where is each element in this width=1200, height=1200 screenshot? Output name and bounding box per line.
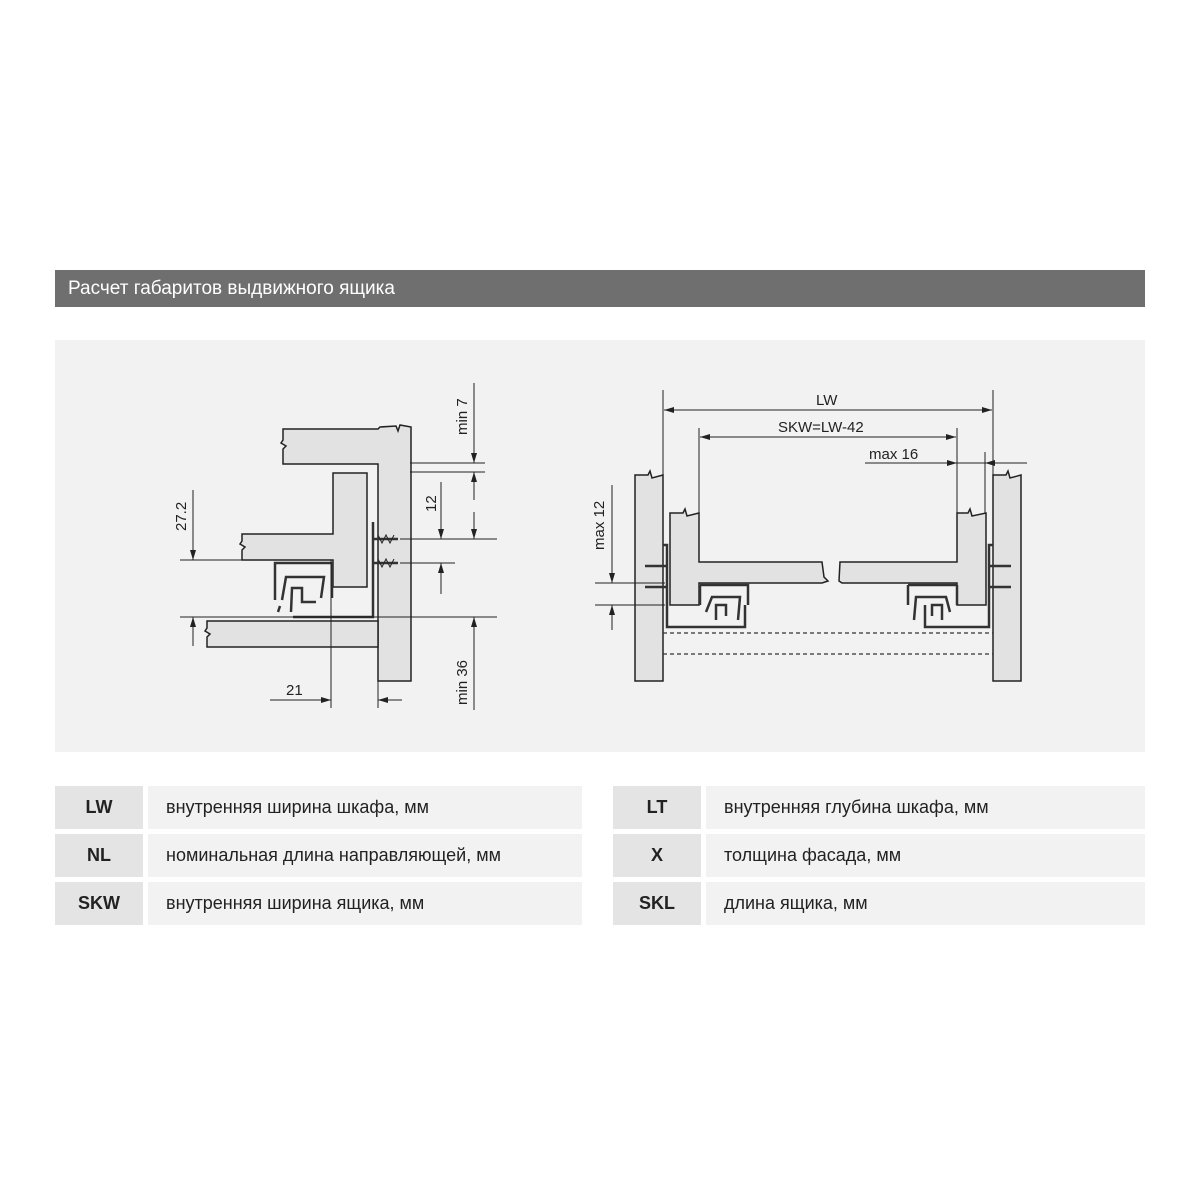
- rail-right: [906, 543, 993, 629]
- right-front-view: LW SKW=LW-42 max 16 max 12: [591, 390, 1027, 682]
- dim-skw: SKW=LW-42: [778, 419, 864, 436]
- left-section-view: min 7 12 27.2 min 36 21: [173, 383, 497, 710]
- legend-desc: толщина фасада, мм: [706, 834, 1145, 877]
- dim-min36: min 36: [454, 660, 471, 705]
- legend-desc: длина ящика, мм: [706, 882, 1145, 925]
- cabinet-wall-right: [992, 468, 1022, 682]
- legend-key: NL: [55, 834, 143, 877]
- rail-left: [663, 543, 750, 629]
- dim-21: 21: [286, 682, 303, 699]
- legend-desc: внутренняя ширина шкафа, мм: [148, 786, 582, 829]
- section-title: Расчет габаритов выдвижного ящика: [55, 270, 1145, 307]
- legend-key: LT: [613, 786, 701, 829]
- legend-desc: внутренняя глубина шкафа, мм: [706, 786, 1145, 829]
- legend-key: X: [613, 834, 701, 877]
- dim-lw: LW: [816, 392, 838, 409]
- drawer-side-right: [838, 506, 987, 606]
- dim-min7: min 7: [454, 398, 471, 435]
- dim-max12: max 12: [591, 501, 608, 550]
- dim-27-2: 27.2: [173, 502, 190, 531]
- dim-max16: max 16: [869, 446, 918, 463]
- legend-key: LW: [55, 786, 143, 829]
- screw-icon: [373, 533, 398, 569]
- dim-12: 12: [423, 495, 440, 512]
- legend-key: SKW: [55, 882, 143, 925]
- legend-desc: внутренняя ширина ящика, мм: [148, 882, 582, 925]
- screw-icon: [645, 564, 1011, 589]
- bottom-board: [203, 620, 379, 648]
- legend-desc: номинальная длина направляющей, мм: [148, 834, 582, 877]
- legend-key: SKL: [613, 882, 701, 925]
- drawer-side-board: [238, 472, 368, 588]
- cabinet-wall-left: [634, 468, 664, 682]
